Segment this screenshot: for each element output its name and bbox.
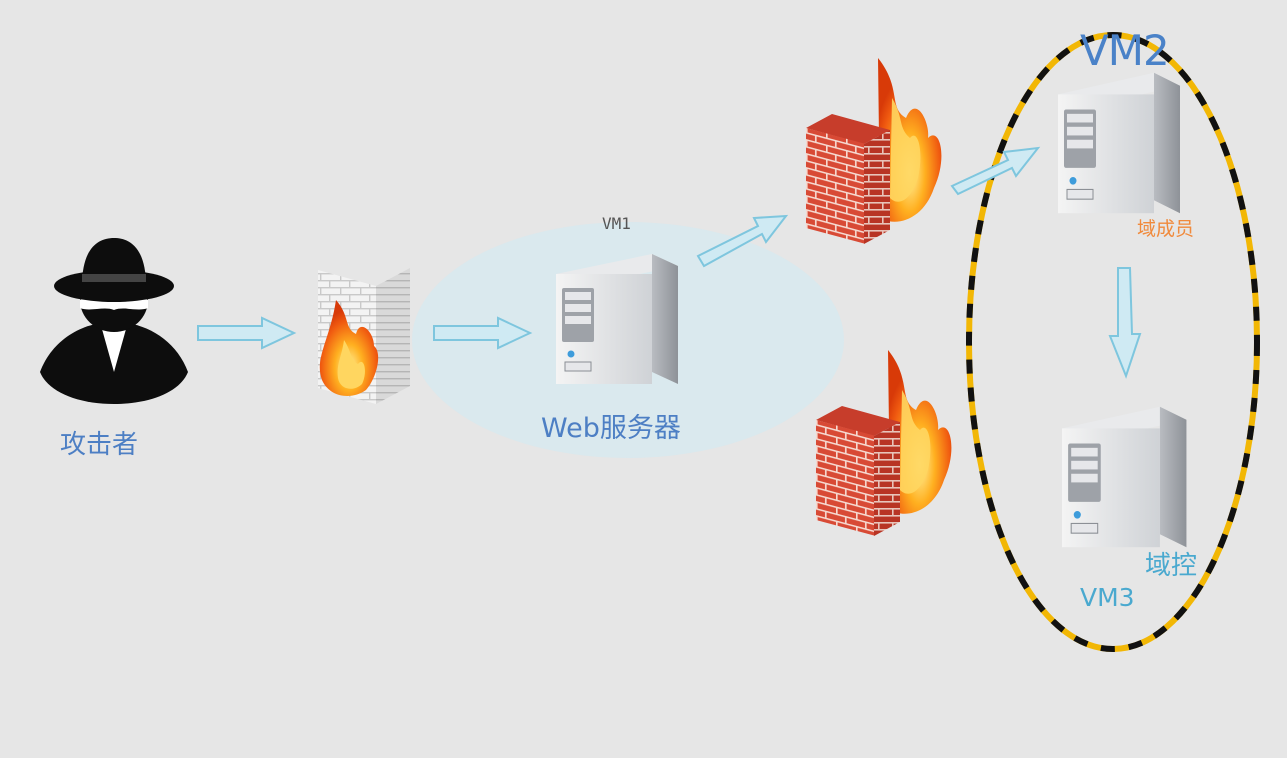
firewall-bottom-icon <box>816 350 952 536</box>
web-server-icon <box>555 253 679 385</box>
vm2-server-icon <box>1057 72 1181 214</box>
web-server-label: Web服务器 <box>541 413 681 444</box>
vm2-label: VM2 <box>1080 26 1170 75</box>
vm3-server-icon <box>1061 406 1187 548</box>
vm3-role-label: 域控 <box>1145 551 1198 581</box>
vm3-label: VM3 <box>1080 583 1135 612</box>
attacker-icon <box>40 238 188 404</box>
arrow-firewall-to-vm2 <box>950 146 1041 196</box>
firewall-icon <box>318 252 410 404</box>
arrow-attacker-to-firewall <box>197 316 297 350</box>
vm1-label: VM1 <box>602 214 631 233</box>
vm2-role-label: 域成员 <box>1137 218 1195 240</box>
firewall-top-icon <box>806 58 942 244</box>
arrow-vm2-to-vm3 <box>1108 267 1142 379</box>
arrow-firewall-to-web-server <box>433 316 533 350</box>
arrow-web-server-to-firewall-top <box>696 214 789 268</box>
attacker-label: 攻击者 <box>60 430 139 460</box>
domain-boundary-dashes <box>966 32 1260 652</box>
